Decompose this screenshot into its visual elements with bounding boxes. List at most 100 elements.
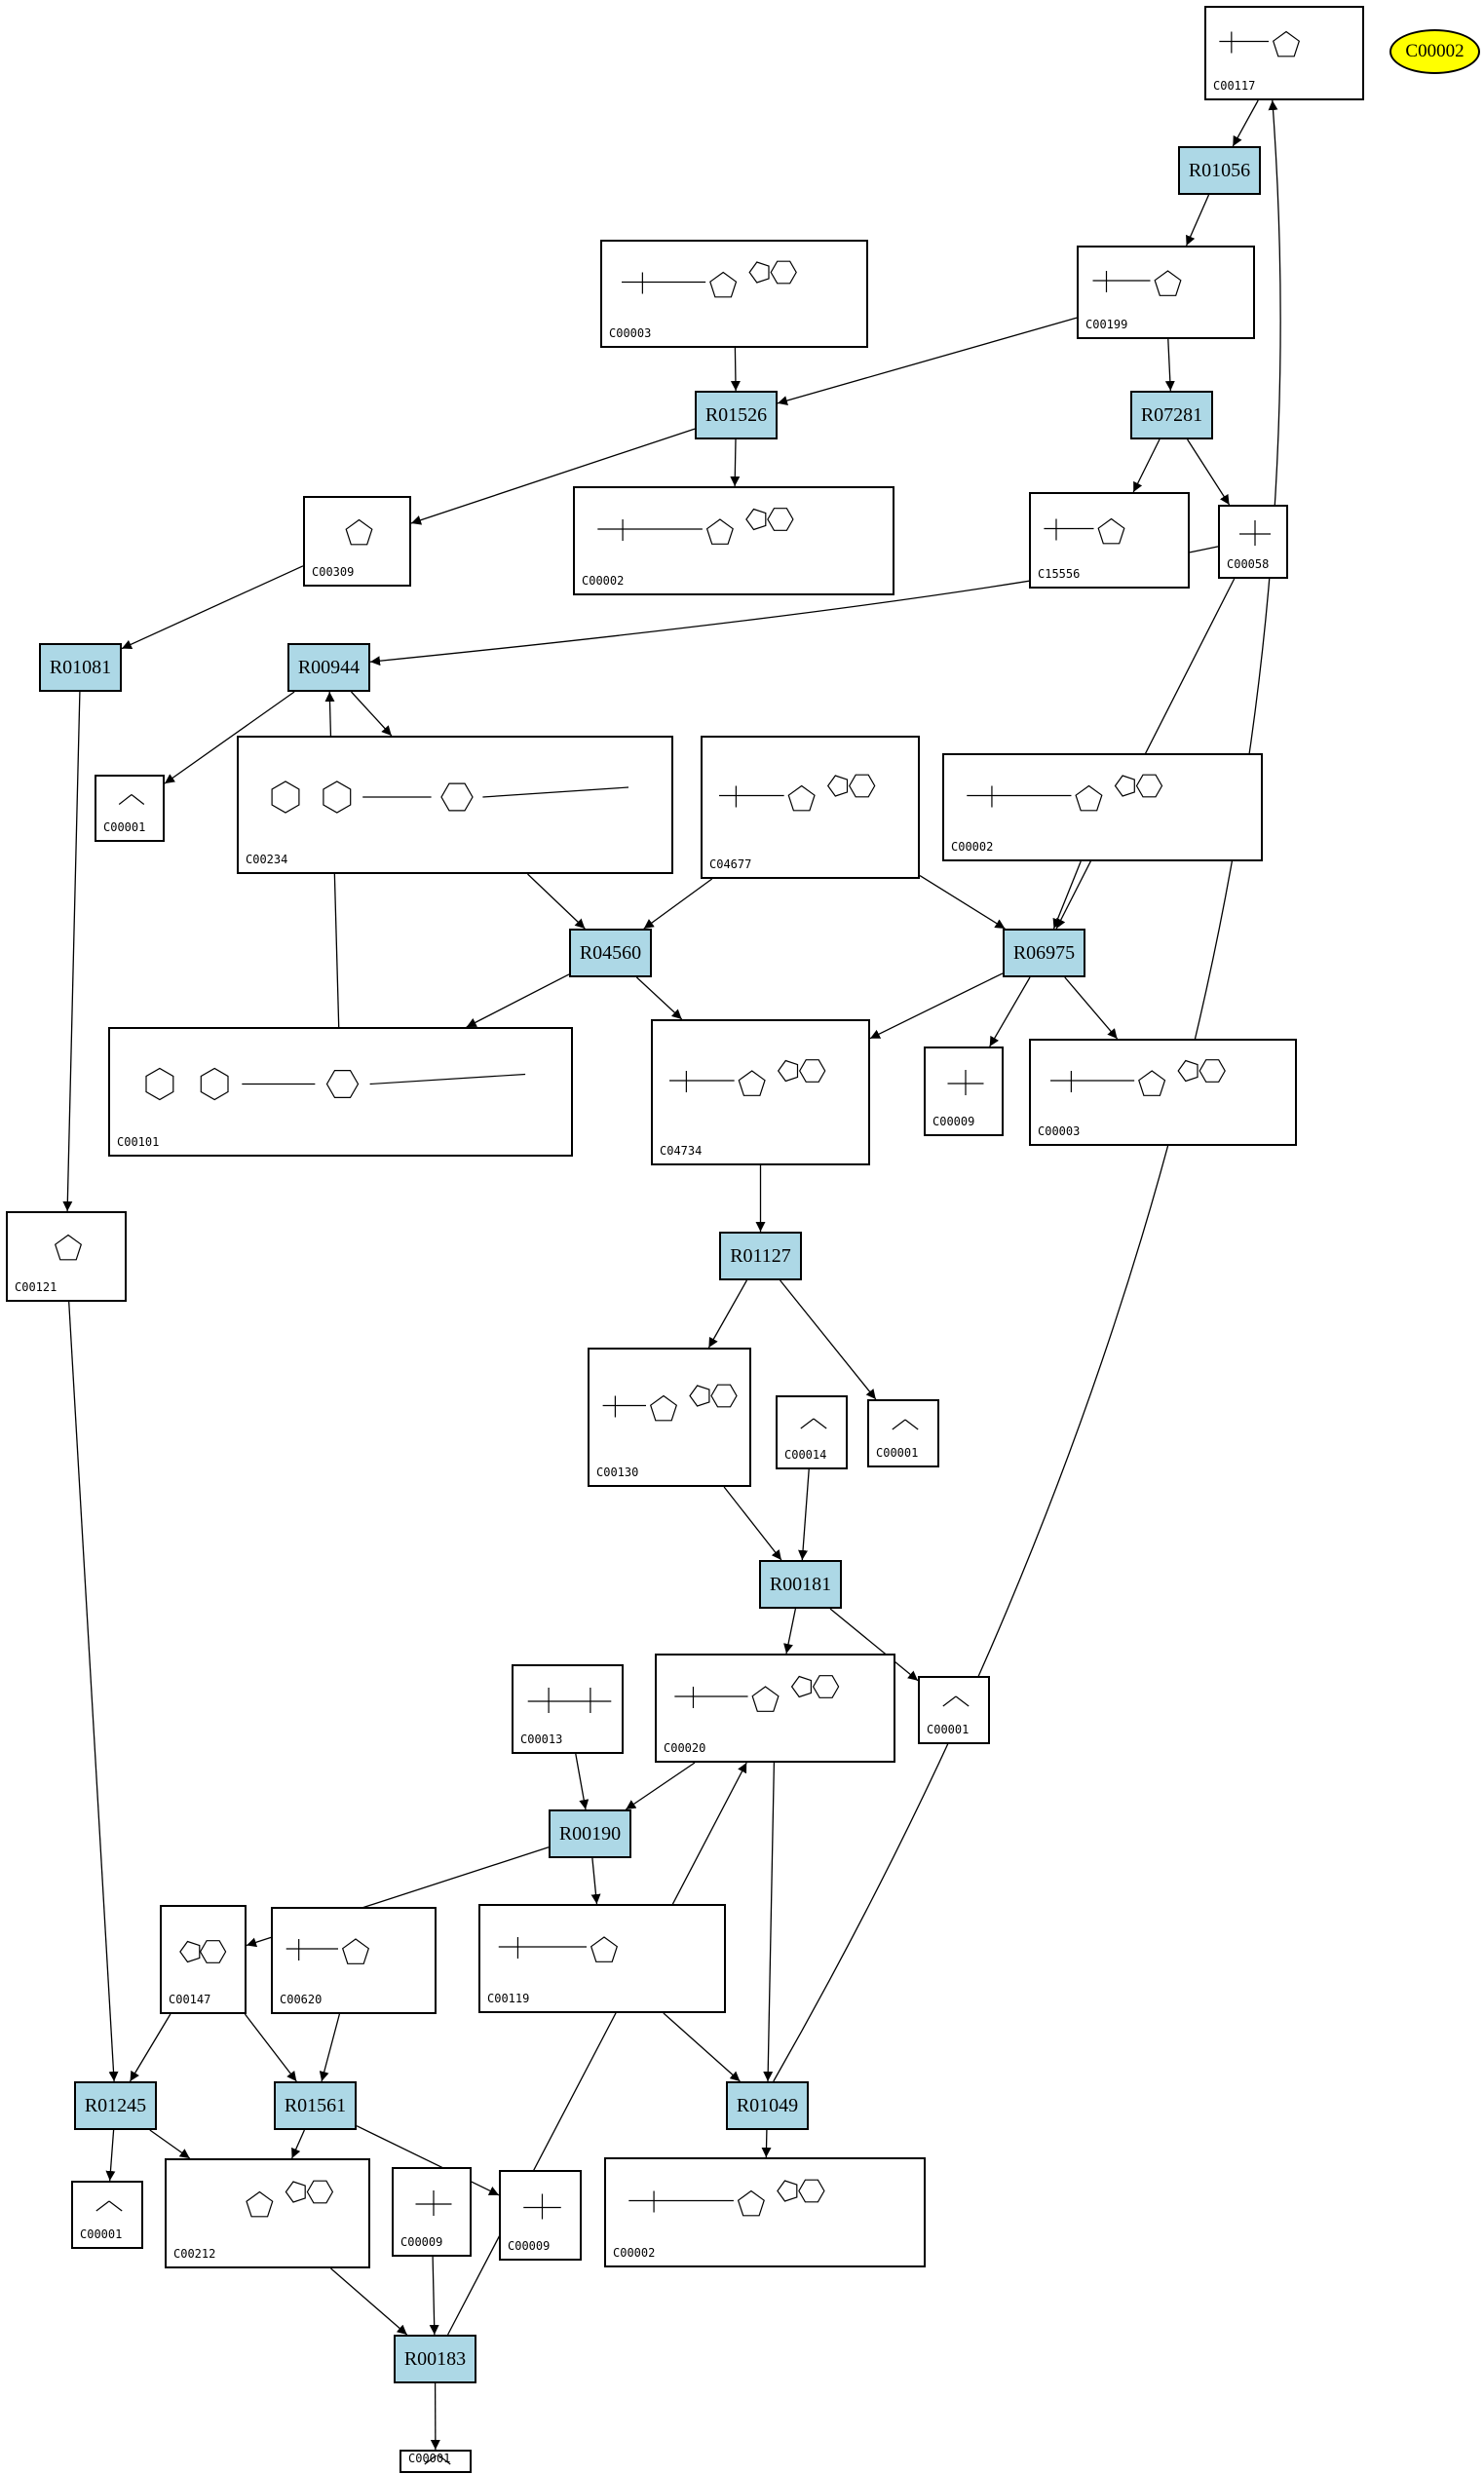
reaction-edge	[625, 1762, 696, 1810]
compound-node[interactable]: C00212	[165, 2158, 370, 2268]
compound-id-label: C00001	[876, 1446, 919, 1460]
compound-id-label: C00117	[1213, 79, 1256, 93]
compound-node[interactable]: C00009	[392, 2167, 472, 2257]
reaction-edge	[643, 878, 713, 930]
atp-structure-icon	[628, 2179, 825, 2217]
reaction-node[interactable]: R04560	[569, 929, 652, 977]
compound-id-label: C00130	[596, 1465, 639, 1479]
compound-node[interactable]: C00121	[6, 1211, 127, 1302]
nad-structure-icon	[1050, 1059, 1226, 1096]
reaction-edge	[351, 691, 393, 737]
water-structure-icon	[942, 1695, 970, 1707]
compound-id-label: C00101	[117, 1135, 160, 1149]
compound-node[interactable]: C04734	[651, 1019, 870, 1165]
reaction-node[interactable]: R00183	[394, 2335, 476, 2383]
water-structure-icon	[424, 2455, 451, 2465]
reaction-edge	[1187, 438, 1231, 506]
compound-node[interactable]: C00002	[573, 486, 894, 595]
reaction-edge	[62, 691, 81, 1212]
reaction-edge	[244, 2013, 297, 2082]
compound-id-label: C04734	[660, 1144, 703, 1158]
atp-structure-icon	[597, 508, 794, 545]
compound-node[interactable]: C00009	[924, 1047, 1004, 1136]
reaction-node[interactable]: R01049	[726, 2081, 809, 2130]
reaction-edge	[466, 973, 570, 1028]
reaction-node[interactable]: R06975	[1003, 929, 1085, 977]
compound-node[interactable]: C00001	[71, 2181, 143, 2249]
ammonia-structure-icon	[800, 1418, 827, 1429]
reaction-node[interactable]: R00181	[759, 1560, 842, 1609]
compound-node[interactable]: C00147	[160, 1905, 247, 2014]
reaction-edge	[1064, 976, 1119, 1040]
compound-node[interactable]: C00001	[867, 1399, 939, 1467]
legend-oval: C00002	[1389, 29, 1480, 74]
compound-node[interactable]: C00058	[1218, 505, 1288, 579]
ribose-5-phosphate-structure-icon	[1219, 30, 1301, 57]
compound-node[interactable]: C00117	[1204, 6, 1364, 100]
reaction-edge	[291, 2129, 305, 2159]
reaction-node[interactable]: R00190	[549, 1809, 631, 1858]
compound-id-label: C00001	[408, 2452, 451, 2465]
compound-id-label: C00009	[932, 1115, 975, 1128]
ribose-1-phosphate-structure-icon	[285, 1938, 370, 1964]
compound-node[interactable]: C00009	[499, 2170, 582, 2261]
compound-id-label: C00309	[312, 565, 355, 579]
reaction-node[interactable]: R01081	[39, 643, 122, 692]
compound-id-label: C00199	[1085, 318, 1128, 331]
reaction-edge	[635, 976, 683, 1020]
compound-node[interactable]: C00130	[588, 1348, 751, 1487]
compound-node[interactable]: C00119	[478, 1904, 726, 2013]
compound-node[interactable]: C00020	[655, 1654, 895, 1763]
reaction-node[interactable]: R00944	[287, 643, 370, 692]
reaction-edge	[527, 873, 586, 930]
reaction-node[interactable]: R01127	[719, 1232, 802, 1280]
reaction-edge	[730, 438, 741, 487]
reaction-edge	[798, 1468, 810, 1561]
compound-node[interactable]: C00001	[400, 2450, 472, 2473]
compound-node[interactable]: C00002	[942, 753, 1263, 861]
compound-node[interactable]: C00003	[1029, 1039, 1297, 1146]
compound-id-label: C00002	[951, 840, 994, 854]
compound-node[interactable]: C15556	[1029, 492, 1190, 589]
imp-structure-icon	[602, 1384, 738, 1422]
compound-id-label: C00001	[80, 2227, 123, 2241]
reaction-edge	[1052, 860, 1082, 930]
compound-node[interactable]: C00620	[271, 1907, 437, 2014]
prpp-structure-icon	[498, 1936, 619, 1962]
water-structure-icon	[118, 794, 145, 805]
reaction-edge	[723, 1486, 782, 1561]
reaction-edge	[319, 2013, 341, 2082]
compound-id-label: C00002	[582, 574, 625, 588]
compound-id-label: C15556	[1038, 567, 1081, 581]
compound-node[interactable]: C00002	[604, 2157, 926, 2267]
compound-id-label: C00003	[609, 326, 652, 340]
formyl-thf-structure-icon	[271, 780, 629, 814]
reaction-edge	[780, 1279, 877, 1400]
compound-node[interactable]: C00001	[918, 1676, 990, 1744]
compound-node[interactable]: C00014	[776, 1395, 848, 1469]
compound-node[interactable]: C04677	[701, 736, 920, 879]
ribose-structure-icon	[54, 1234, 83, 1261]
compound-node[interactable]: C00234	[237, 736, 673, 874]
compound-node[interactable]: C00001	[95, 775, 165, 842]
compound-id-label: C00014	[784, 1448, 827, 1462]
reaction-node[interactable]: R01561	[274, 2081, 357, 2130]
reaction-node[interactable]: R01526	[695, 391, 778, 439]
phosphate-structure-icon	[947, 1070, 984, 1095]
reaction-node[interactable]: R01056	[1178, 146, 1261, 195]
reaction-edge	[829, 1608, 919, 1682]
reaction-node[interactable]: R01245	[74, 2081, 157, 2130]
compound-node[interactable]: C00101	[108, 1027, 573, 1157]
compound-node[interactable]: C00309	[303, 496, 411, 587]
pyrophosphate-structure-icon	[527, 1688, 612, 1713]
compound-node[interactable]: C00013	[512, 1664, 624, 1754]
compound-node[interactable]: C00199	[1077, 246, 1255, 339]
phosphate-structure-icon	[415, 2190, 452, 2216]
reaction-edge	[869, 972, 1004, 1040]
reaction-edge	[663, 2012, 741, 2082]
reaction-node[interactable]: R07281	[1130, 391, 1213, 439]
reaction-edge	[429, 2256, 439, 2336]
compound-node[interactable]: C00003	[600, 240, 868, 348]
reaction-edge	[68, 1301, 119, 2082]
reaction-edge	[730, 347, 741, 392]
